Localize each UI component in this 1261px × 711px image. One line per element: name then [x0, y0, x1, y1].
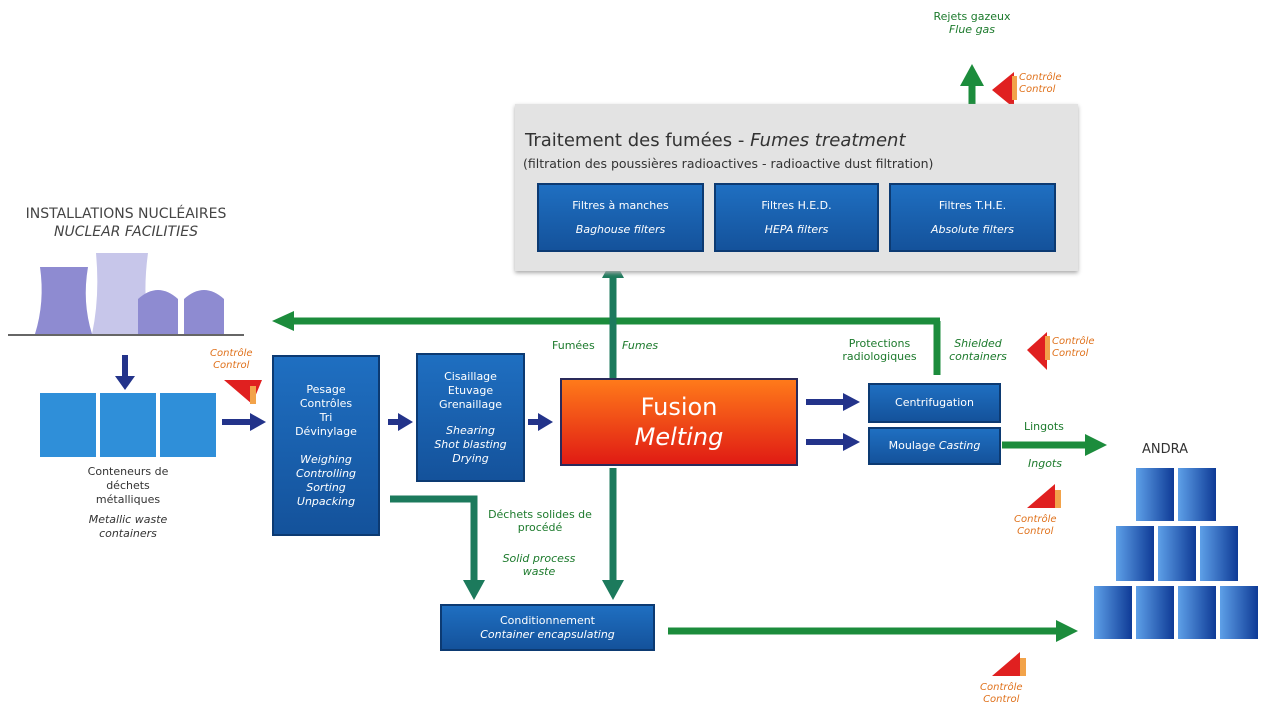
fumes-label-en: Fumes — [622, 339, 659, 352]
filter-label-en: HEPA filters — [764, 222, 829, 236]
control-en: Control — [983, 694, 1020, 705]
control-fr: Contrôle — [1019, 72, 1062, 83]
andra-storage-pyramid — [1094, 468, 1260, 640]
fumes-label-fr: Fumées — [552, 339, 595, 352]
shearing-en-line: Shot blasting — [434, 437, 507, 451]
shearing-en-line: Shearing — [446, 423, 495, 437]
weighing-en-line: Weighing — [300, 452, 352, 466]
weighing-en-line: Unpacking — [296, 494, 356, 508]
conditioning-en: Container encapsulating — [480, 627, 615, 641]
control-icon-left — [222, 378, 268, 412]
control-icon-ingots — [1025, 482, 1075, 516]
control-en: Control — [1017, 526, 1054, 537]
filter-label-fr: Filtres T.H.E. — [938, 198, 1007, 212]
containers-en: Metallic waste containers — [88, 513, 168, 540]
solid-waste-fr: Déchets solides de procédé — [488, 508, 592, 534]
ingots-fr: Lingots — [1024, 420, 1064, 433]
weighing-fr-line: Pesage — [306, 382, 346, 396]
protection-en: Shielded containers — [949, 337, 1007, 363]
filter-label-fr: Filtres à manches — [572, 198, 669, 212]
control-label-left: Contrôle Control — [210, 348, 253, 372]
fumes-treatment-title: Traitement des fumées - Fumes treatment — [525, 130, 906, 151]
fumes-treatment-subtitle: (filtration des poussières radioactives … — [523, 156, 934, 171]
filter-label-en: Baghouse filters — [575, 222, 666, 236]
flue-gas-label: Rejets gazeux Flue gas — [908, 10, 1036, 36]
control-cone-icon — [992, 72, 1017, 108]
control-label-shielded: Contrôle Control — [1052, 336, 1095, 360]
shearing-fr-line: Etuvage — [447, 383, 494, 397]
weighing-fr-line: Tri — [319, 410, 333, 424]
weighing-fr-line: Dévinylage — [295, 424, 357, 438]
control-en: Control — [1052, 348, 1089, 359]
shearing-en-line: Drying — [452, 451, 489, 465]
control-en: Control — [213, 360, 250, 371]
control-cone-icon — [224, 380, 262, 404]
control-icon-bottom — [990, 650, 1040, 684]
control-label-top: Contrôle Control — [1019, 72, 1062, 96]
shearing-box: Cisaillage Etuvage Grenaillage Shearing … — [416, 353, 525, 482]
control-cone-icon — [1027, 484, 1061, 508]
flue-gas-fr: Rejets gazeux — [933, 10, 1011, 23]
protection-fr: Protections radiologiques — [842, 337, 917, 363]
nuclear-facilities-label: INSTALLATIONS NUCLÉAIRES NUCLEAR FACILIT… — [10, 205, 242, 241]
waste-container-block — [100, 393, 156, 457]
casting-en: Casting — [938, 439, 981, 452]
control-fr: Contrôle — [1014, 514, 1057, 525]
fumes-title-en: Fumes treatment — [750, 130, 906, 151]
flue-gas-en: Flue gas — [948, 23, 996, 36]
centrifugation-box: Centrifugation — [868, 383, 1001, 423]
casting-box: Moulage Casting — [868, 427, 1001, 465]
andra-label: ANDRA — [1142, 442, 1189, 457]
control-cone-icon — [992, 652, 1026, 676]
melting-fr: Fusion — [640, 393, 718, 421]
waste-container-block — [160, 393, 216, 457]
conditioning-box: Conditionnement Container encapsulating — [440, 604, 655, 651]
absolute-filters-box: Filtres T.H.E. Absolute filters — [889, 183, 1056, 252]
containers-fr: Conteneurs de déchets métalliques — [87, 465, 169, 506]
weighing-fr-line: Contrôles — [299, 396, 353, 410]
control-icon-shielded — [1025, 328, 1065, 380]
baghouse-filters-box: Filtres à manches Baghouse filters — [537, 183, 704, 252]
control-icon — [990, 66, 1050, 120]
control-en: Control — [1019, 84, 1056, 95]
control-fr: Contrôle — [1052, 336, 1095, 347]
containers-label: Conteneurs de déchets métalliques Metall… — [40, 465, 216, 541]
fumes-title-fr: Traitement des fumées - — [525, 130, 751, 151]
weighing-box: Pesage Contrôles Tri Dévinylage Weighing… — [272, 355, 380, 536]
control-cone-icon — [1027, 332, 1050, 370]
solid-waste-en: Solid process waste — [502, 552, 576, 578]
control-fr: Contrôle — [980, 682, 1023, 693]
shearing-fr-line: Cisaillage — [444, 369, 497, 383]
ingots-en: Ingots — [1028, 457, 1062, 470]
nuclear-fr: INSTALLATIONS NUCLÉAIRES — [25, 206, 227, 222]
filter-label-en: Absolute filters — [930, 222, 1015, 236]
control-fr: Contrôle — [210, 348, 253, 359]
casting-fr: Moulage — [888, 439, 936, 452]
nuclear-en: NUCLEAR FACILITIES — [54, 224, 198, 240]
shearing-fr-line: Grenaillage — [439, 397, 502, 411]
waste-container-block — [40, 393, 96, 457]
weighing-en-line: Controlling — [295, 466, 357, 480]
melting-en: Melting — [634, 423, 724, 451]
hepa-filters-box: Filtres H.E.D. HEPA filters — [714, 183, 879, 252]
control-label-bottom: Contrôle Control — [980, 682, 1023, 706]
control-label-ingots: Contrôle Control — [1014, 514, 1057, 538]
conditioning-fr: Conditionnement — [500, 613, 595, 627]
weighing-en-line: Sorting — [306, 480, 346, 494]
filter-label-fr: Filtres H.E.D. — [761, 198, 832, 212]
nuclear-plant-icon — [8, 253, 244, 336]
melting-box: Fusion Melting — [560, 378, 798, 466]
